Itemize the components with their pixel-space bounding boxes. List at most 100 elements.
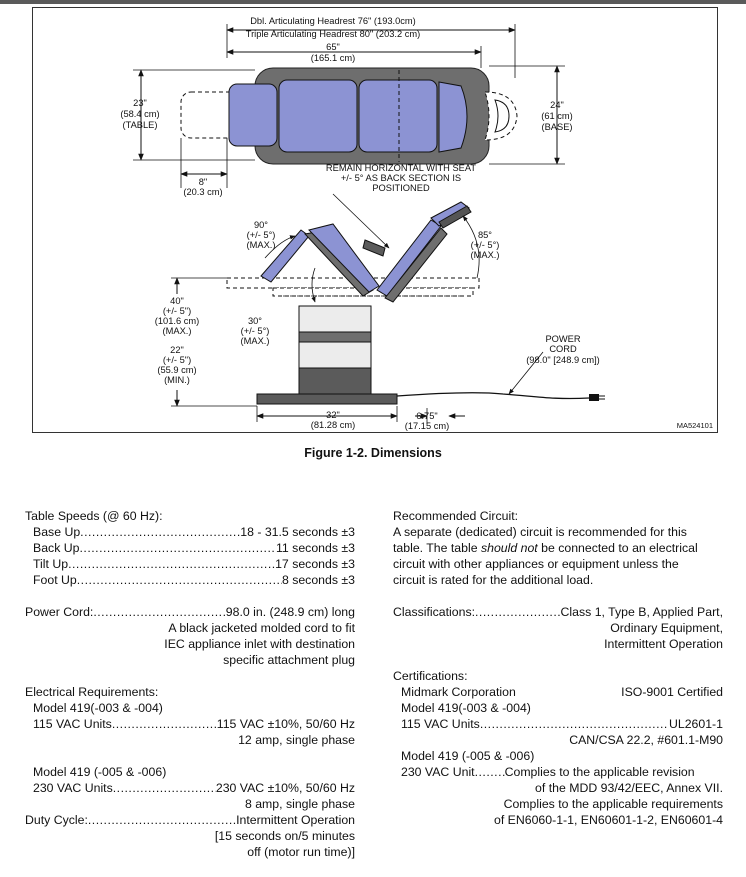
speed-row: Back Up11 seconds ±3 (25, 540, 355, 556)
speed-row: Tilt Up17 seconds ±3 (25, 556, 355, 572)
figure-ref-code: MA524101 (677, 421, 713, 430)
cert-model: Model 419 (-005 & -006) (401, 749, 535, 763)
dim-top-line2: Triple Articulating Headrest 80" (203.2 … (246, 29, 421, 39)
dim-base-width-cm: (61 cm) (541, 111, 573, 121)
voltage-row: 115 VAC Units 115 VAC ±10%, 50/60 Hz (25, 716, 355, 732)
angle-85-max: (MAX.) (471, 250, 500, 260)
electrical-title: Electrical Requirements: (25, 685, 159, 699)
figure-caption: Figure 1-2. Dimensions (304, 446, 442, 460)
cert-230-desc: of EN6060-1-1, EN60601-1-2, EN60601-4 (494, 813, 723, 827)
angle-30-max: (MAX.) (241, 336, 270, 346)
power-cord-label2: CORD (549, 344, 577, 354)
cert-230-desc: Complies to the applicable requirements (503, 797, 723, 811)
dim-top-line1: Dbl. Articulating Headrest 76" (193.0cm) (250, 16, 416, 26)
classifications-label: Classifications: (393, 605, 476, 619)
duty-cycle-value: Intermittent Operation (236, 813, 355, 827)
angle-30-deg: 30° (248, 316, 262, 326)
circuit-text: table. The table should not be connected… (393, 540, 723, 556)
classifications-desc: Intermittent Operation (604, 637, 723, 651)
speed-value: 17 seconds ±3 (275, 557, 355, 571)
duty-cycle-label: Duty Cycle: (25, 813, 88, 827)
remain-note-line1: REMAIN HORIZONTAL WITH SEAT (326, 163, 476, 173)
cert-115-label: 115 VAC Units (401, 717, 480, 731)
classifications-desc: Ordinary Equipment, (610, 621, 723, 635)
left-specs-column: Table Speeds (@ 60 Hz): Base Up18 - 31.5… (25, 508, 355, 860)
side-view: 90° (+/- 5°) (MAX.) 85° (+/- 5°) (MAX.) … (147, 201, 605, 431)
speed-value: 18 - 31.5 seconds ±3 (240, 525, 355, 539)
base-length-cm: (81.28 cm) (311, 420, 355, 430)
base-length-in: 32" (326, 410, 340, 420)
power-cord-label3: (98.0" [248.9 cm]) (526, 355, 600, 365)
cert-230-desc: of the MDD 93/42/EEC, Annex VII. (535, 781, 723, 795)
speeds-title: Table Speeds (@ 60 Hz): (25, 509, 163, 523)
cert-230-label: 230 VAC Unit (401, 765, 475, 779)
circuit-text: A separate (dedicated) circuit is recomm… (393, 525, 687, 539)
circuit-emphasis: should not (480, 541, 538, 555)
circuit-text-part: table. The table (393, 541, 481, 555)
cert-230-value: Complies to the applicable revision (504, 765, 695, 779)
height-min-label: (MIN.) (164, 375, 190, 385)
power-cord-desc: specific attachment plug (223, 653, 355, 667)
power-cord-label: Power Cord: (25, 605, 94, 619)
angle-90-deg: 90° (254, 220, 268, 230)
model-label: Model 419(-003 & -004) (33, 701, 163, 715)
power-cord-row: Power Cord: 98.0 in. (248.9 cm) long (25, 604, 355, 620)
amperage: 12 amp, single phase (238, 733, 355, 747)
angle-90-tol: (+/- 5°) (247, 230, 276, 240)
duty-cycle-desc: [15 seconds on/5 minutes (214, 829, 355, 843)
height-max-label: (MAX.) (163, 326, 192, 336)
circuit-text: circuit with other appliances or equipme… (393, 557, 679, 571)
top-bar (0, 0, 746, 4)
cert-csa: CAN/CSA 22.2, #601.1-M90 (569, 733, 723, 747)
power-cord-value: 98.0 in. (248.9 cm) long (225, 605, 355, 619)
dim-table-width-cm: (58.4 cm) (120, 109, 159, 119)
dimensions-figure: Dbl. Articulating Headrest 76" (193.0cm)… (32, 7, 718, 433)
height-max-in: 40" (170, 296, 184, 306)
angle-30-tol: (+/- 5°) (241, 326, 270, 336)
classifications-row: Classifications: Class 1, Type B, Applied… (393, 604, 723, 620)
circuit-text: circuit is rated for the additional load… (393, 573, 594, 587)
offset-cm: (17.15 cm) (405, 421, 449, 431)
power-cord-desc: A black jacketed molded cord to fit (168, 621, 355, 635)
speed-row: Foot Up 8 seconds ±3 (25, 572, 355, 588)
dim-foot-cm: (20.3 cm) (183, 187, 222, 197)
speed-row: Base Up18 - 31.5 seconds ±3 (25, 524, 355, 540)
dim-table-width-in: 23" (133, 98, 147, 108)
speed-label: Foot Up (33, 573, 77, 587)
angle-85-deg: 85° (478, 230, 492, 240)
dim-base-width-in: 24" (550, 100, 564, 110)
voltage-label: 230 VAC Units (33, 781, 113, 795)
height-min-cm: (55.9 cm) (157, 365, 196, 375)
classifications-value: Class 1, Type B, Applied Part, (560, 605, 723, 619)
dim-length-cm: (165.1 cm) (311, 53, 355, 63)
dim-base-width-label: (BASE) (542, 122, 573, 132)
duty-cycle-row: Duty Cycle: Intermittent Operation (25, 812, 355, 828)
voltage-value: 115 VAC ±10%, 50/60 Hz (216, 717, 355, 731)
voltage-value: 230 VAC ±10%, 50/60 Hz (215, 781, 355, 795)
speed-value: 8 seconds ±3 (281, 573, 355, 587)
right-specs-column: Recommended Circuit: A separate (dedicat… (393, 508, 723, 828)
angle-85-tol: (+/- 5°) (471, 240, 500, 250)
duty-cycle-desc: off (motor run time)] (247, 845, 355, 859)
height-min-in: 22" (170, 345, 184, 355)
voltage-label: 115 VAC Units (33, 717, 112, 731)
dimensions-diagram: Dbl. Articulating Headrest 76" (193.0cm)… (120, 16, 713, 431)
circuit-title: Recommended Circuit: (393, 509, 519, 523)
offset-in: 6.75" (416, 411, 437, 421)
height-min-tol: (+/- 5") (163, 355, 191, 365)
power-cord-desc: IEC appliance inlet with destination (164, 637, 355, 651)
dim-length-in: 65" (326, 42, 340, 52)
power-cord-label1: POWER (545, 334, 580, 344)
speed-label: Back Up (33, 541, 80, 555)
circuit-text-part: be connected to an electrical (537, 541, 698, 555)
cert-model: Model 419(-003 & -004) (401, 701, 531, 715)
cert-115-value: UL2601-1 (668, 717, 723, 731)
remain-note-line3: POSITIONED (372, 183, 430, 193)
amperage: 8 amp, single phase (244, 797, 355, 811)
cert-115-row: 115 VAC Units UL2601-1 (393, 716, 723, 732)
voltage-row: 230 VAC Units 230 VAC ±10%, 50/60 Hz (25, 780, 355, 796)
model-label: Model 419 (-005 & -006) (33, 765, 167, 779)
top-view: Dbl. Articulating Headrest 76" (193.0cm)… (120, 16, 573, 249)
cert-iso: ISO-9001 Certified (621, 685, 723, 699)
